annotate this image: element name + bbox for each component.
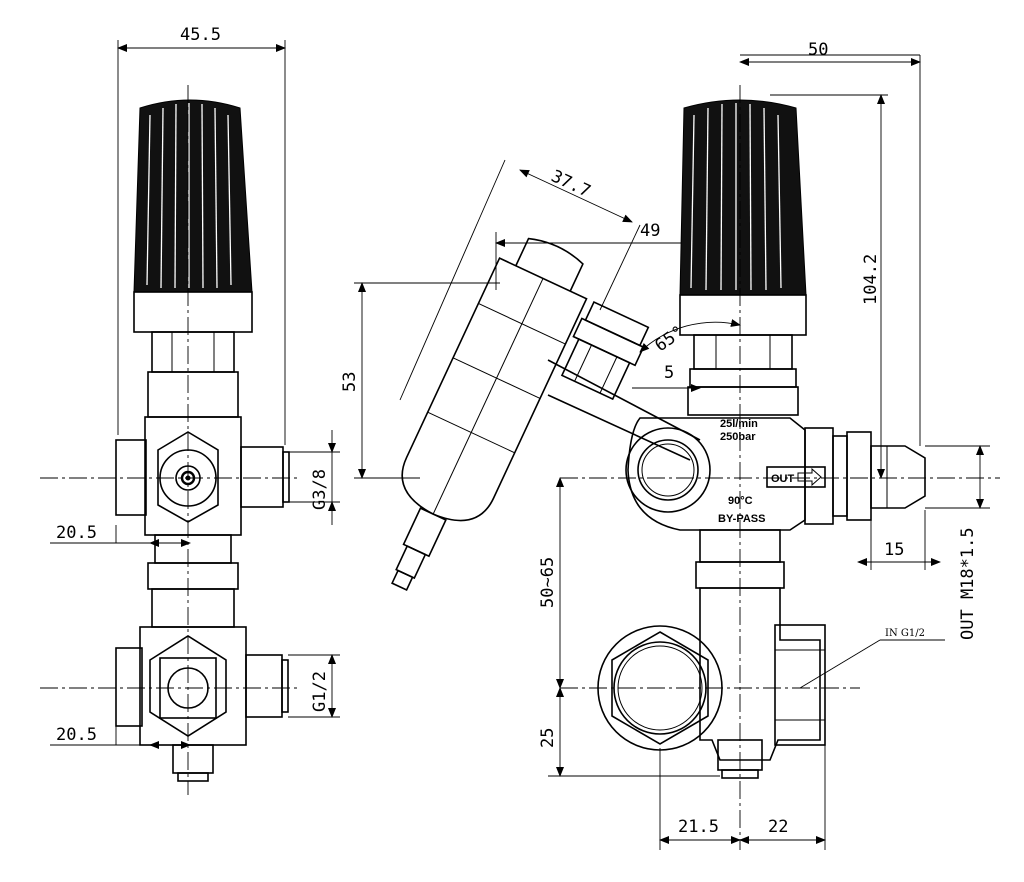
left-view	[40, 85, 300, 795]
dim-49: 49	[640, 221, 660, 241]
left-knob	[133, 99, 253, 333]
dim-20-5-lower: 20.5	[56, 725, 97, 745]
dim-37-7: 37.7	[548, 166, 594, 201]
dim-25: 25	[538, 728, 558, 748]
mark-pressure: 250bar	[720, 431, 756, 443]
dim-20-5-upper: 20.5	[56, 523, 97, 543]
dim-21-5: 21.5	[678, 817, 719, 837]
inlet-label: IN G1/2	[885, 628, 925, 639]
dim-22: 22	[768, 817, 788, 837]
left-dimensions: 45.5 G3/8 20.5 G1/2 20.5	[50, 25, 340, 749]
dim-5: 5	[664, 363, 674, 383]
right-knob	[679, 99, 807, 336]
dim-104-2: 104.2	[861, 254, 881, 305]
mark-bypass: BY-PASS	[718, 513, 765, 525]
mark-out: OUT	[771, 473, 795, 485]
dim-g1-2: G1/2	[310, 671, 330, 712]
dim-50: 50	[808, 40, 828, 60]
dim-45-5: 45.5	[180, 25, 221, 45]
dim-50-65: 50~65	[538, 557, 558, 608]
right-view: 25l/min 250bar OUT 90°C BY-PASS	[560, 85, 1000, 850]
right-dimensions: 50 104.2 OUT M18*1.5 15 50~65 25 21.5 22…	[538, 40, 990, 850]
mark-flow: 25l/min	[720, 418, 758, 430]
dim-g3-8: G3/8	[310, 469, 330, 510]
angled-arm	[391, 237, 701, 592]
dim-15: 15	[884, 540, 904, 560]
dim-out-thread: OUT M18*1.5	[958, 527, 978, 640]
dim-53: 53	[340, 372, 360, 392]
